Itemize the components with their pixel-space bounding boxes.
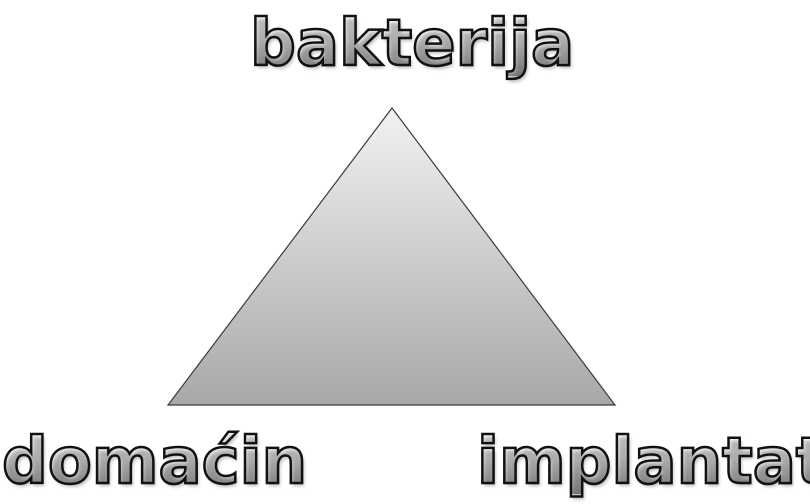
triangle-shape [166,107,617,406]
node-label-bakterija: bakterija [249,7,576,81]
node-label-implantat: implantat [476,429,810,496]
node-label-domacin: domaćin [1,425,309,499]
